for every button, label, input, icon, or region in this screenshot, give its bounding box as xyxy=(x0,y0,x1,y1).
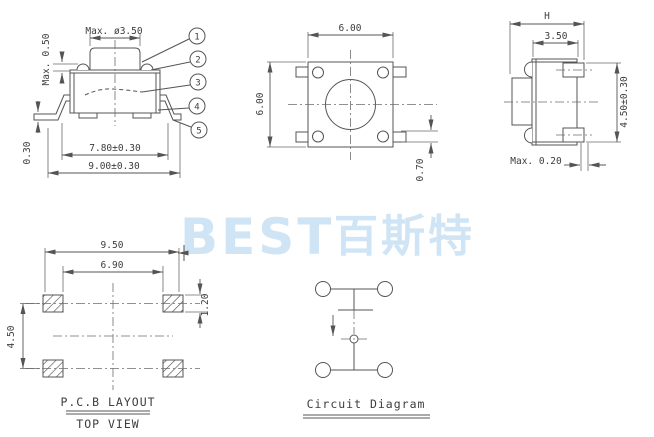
callout-2-circle xyxy=(189,50,207,68)
dim-button-height-qualifier-text: Max. xyxy=(41,63,52,86)
dim-pcb-row-pitch-text: 4.50 xyxy=(6,325,17,348)
top-lead-left-upper xyxy=(295,66,309,78)
dim-pcb-pad-height-text: 1.20 xyxy=(200,293,211,316)
dim-side-foot-clearance: Max. 0.20 xyxy=(510,143,606,171)
circuit-diagram: Circuit Diagram xyxy=(303,281,430,419)
dim-top-width-text: 6.00 xyxy=(339,23,362,34)
side-button xyxy=(511,77,533,126)
circuit-terminals xyxy=(315,281,393,378)
dim-pcb-inner-span: 6.90 xyxy=(62,260,164,292)
dim-lead-thickness-text: 0.30 xyxy=(22,141,33,164)
top-rivet-2 xyxy=(377,66,389,79)
callout-3-label: 3 xyxy=(195,79,200,89)
front-left-foot xyxy=(78,112,98,119)
dim-top-depth-text: 6.00 xyxy=(255,92,266,115)
callout-4-circle xyxy=(188,97,206,115)
callout-1-circle xyxy=(188,27,206,45)
dim-button-height-text: 0.50 xyxy=(41,33,52,56)
front-right-foot xyxy=(132,112,152,119)
side-view-switch-outline xyxy=(504,58,600,146)
callout-5-label: 5 xyxy=(196,127,201,137)
dim-top-lead-width: 0.70 xyxy=(401,115,438,181)
callout-3-circle xyxy=(189,73,207,91)
front-contact-dome xyxy=(84,88,143,96)
top-rivet-3 xyxy=(312,130,324,143)
dim-side-lead-span: 4.50±0.30 xyxy=(586,62,630,143)
top-rivet-1 xyxy=(312,66,324,79)
callout-2-label: 2 xyxy=(195,56,200,66)
top-view-switch-outline xyxy=(288,50,437,160)
circuit-diagram-title: Circuit Diagram xyxy=(307,397,426,411)
dim-overall-width: 9.00±0.30 xyxy=(47,123,181,178)
callout-4-label: 4 xyxy=(194,103,199,113)
dim-pin-span: 7.80±0.30 xyxy=(61,123,169,160)
dim-pcb-outer-span-text: 9.50 xyxy=(101,240,124,251)
top-lead-left-lower xyxy=(295,131,309,143)
callout-1-label: 1 xyxy=(194,33,199,43)
circuit-caption: Circuit Diagram xyxy=(303,397,430,419)
watermark-latin-text: BEST xyxy=(180,208,334,266)
front-right-dome xyxy=(140,63,154,71)
dim-side-foot-clearance-text: Max. 0.20 xyxy=(510,156,562,167)
pcb-pads xyxy=(25,283,200,390)
part-callouts: 1 2 3 4 5 xyxy=(141,27,208,139)
side-bottom-dome xyxy=(524,127,533,144)
pcb-caption: P.C.B LAYOUT TOP VIEW xyxy=(60,395,155,431)
dim-pin-span-text: 7.80±0.30 xyxy=(89,143,141,154)
pcb-layout-title: P.C.B LAYOUT xyxy=(60,395,155,409)
front-view: Max. ø3.50 0.50 Max. 0.30 7.80±0.30 9.00… xyxy=(22,26,208,178)
top-view: 6.00 6.00 0.70 xyxy=(255,23,438,181)
front-view-switch-outline xyxy=(33,40,182,126)
dim-top-width: 6.00 xyxy=(307,23,394,58)
dim-overall-width-text: 9.00±0.30 xyxy=(88,161,140,172)
dim-pcb-pad-height: 1.20 xyxy=(185,279,211,328)
circuit-terminal-1 xyxy=(315,281,331,297)
front-left-dome xyxy=(76,63,90,71)
dim-top-lead-width-text: 0.70 xyxy=(415,158,426,181)
top-lead-right-lower xyxy=(392,131,407,143)
dim-pcb-row-pitch: 4.50 xyxy=(6,303,40,369)
circuit-terminal-3 xyxy=(315,362,331,378)
dim-button-height: 0.50 Max. xyxy=(41,33,78,85)
side-top-dome xyxy=(524,61,533,78)
pcb-layout: 9.50 6.90 1.20 4.50 P.C.B LAYOUT TOP VIE… xyxy=(6,240,211,431)
pcb-layout-subtitle: TOP VIEW xyxy=(76,417,139,431)
dim-side-top-width: 3.50 xyxy=(532,31,579,57)
watermark-cjk-text: 百斯特 xyxy=(334,211,475,262)
dim-side-overall-height: H xyxy=(509,11,585,74)
dim-pcb-inner-span-text: 6.90 xyxy=(101,260,124,271)
dim-button-diameter-text: Max. ø3.50 xyxy=(85,26,142,37)
dim-lead-thickness: 0.30 xyxy=(22,101,41,164)
top-rivet-4 xyxy=(377,130,389,143)
dim-top-depth: 6.00 xyxy=(255,61,306,148)
dim-side-top-width-text: 3.50 xyxy=(545,31,568,42)
dim-pcb-outer-span: 9.50 xyxy=(44,240,180,292)
dim-button-diameter: Max. ø3.50 xyxy=(85,26,143,46)
dim-side-lead-span-text: 4.50±0.30 xyxy=(619,76,630,128)
front-right-lead xyxy=(159,94,182,121)
side-view: H 3.50 4.50±0.30 Max. 0.20 xyxy=(504,11,630,171)
front-left-lead xyxy=(33,94,71,121)
circuit-terminal-2 xyxy=(377,281,393,297)
circuit-switch-symbol xyxy=(330,288,378,371)
circuit-terminal-4 xyxy=(377,362,393,378)
watermark: BEST 百斯特 xyxy=(178,208,475,266)
dim-side-overall-height-text: H xyxy=(544,11,550,22)
top-lead-right-upper xyxy=(392,66,407,78)
callout-5-circle xyxy=(190,121,208,139)
